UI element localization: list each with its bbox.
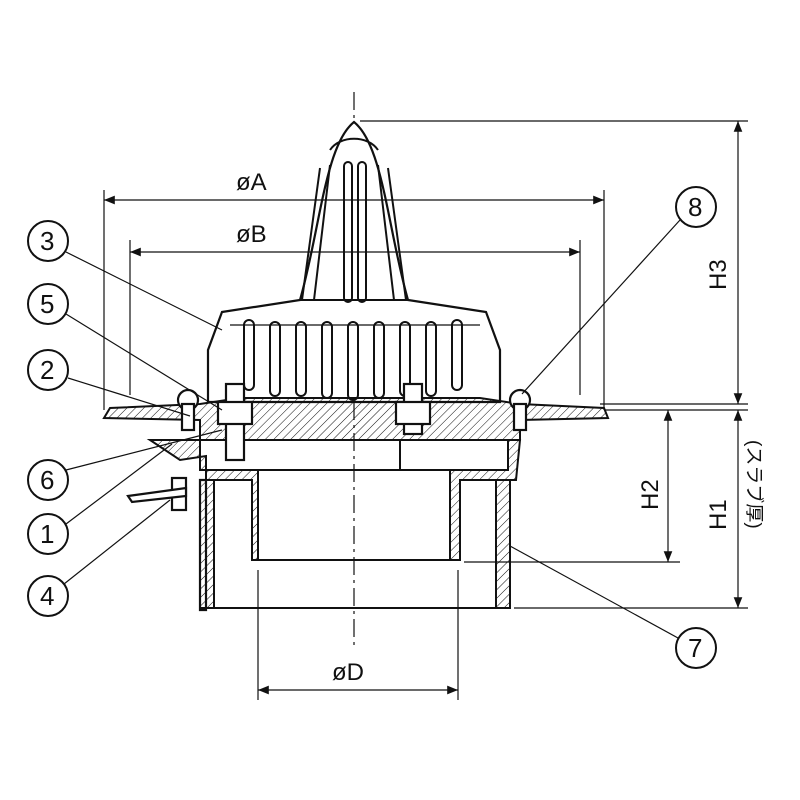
svg-text:8: 8 <box>688 192 702 222</box>
label-phi-d: øD <box>332 659 364 686</box>
callout-2: 2 <box>27 349 191 417</box>
dimension-h3: H3 <box>360 120 748 405</box>
pipe-socket <box>198 478 511 612</box>
callout-5: 5 <box>27 283 223 411</box>
label-h2: H2 <box>637 479 664 510</box>
dimension-phi-a: øA <box>103 169 605 410</box>
callout-7: 7 <box>509 545 717 669</box>
callout-4: 4 <box>27 499 171 617</box>
svg-text:4: 4 <box>40 581 54 611</box>
label-h3: H3 <box>705 259 732 290</box>
svg-text:6: 6 <box>40 465 54 495</box>
label-h1: H1 <box>705 499 732 530</box>
dimension-phi-d: øD <box>257 570 459 700</box>
label-phi-a: øA <box>236 169 267 196</box>
callout-1: 1 <box>27 443 173 555</box>
dimension-phi-b: øB <box>129 221 581 395</box>
svg-text:5: 5 <box>40 289 54 319</box>
callout-3: 3 <box>27 220 223 331</box>
dome-strainer <box>206 120 502 404</box>
svg-text:7: 7 <box>688 633 702 663</box>
svg-text:2: 2 <box>40 355 54 385</box>
svg-text:1: 1 <box>40 519 54 549</box>
bolts <box>126 382 532 512</box>
svg-text:3: 3 <box>40 226 54 256</box>
dimension-h1: H1 (スラブ厚) <box>514 410 766 609</box>
dimension-h2: H2 <box>464 409 748 563</box>
label-phi-b: øB <box>236 221 267 248</box>
callout-6: 6 <box>27 429 223 501</box>
callout-8: 8 <box>521 186 717 395</box>
label-slab: (スラブ厚) <box>743 440 766 529</box>
